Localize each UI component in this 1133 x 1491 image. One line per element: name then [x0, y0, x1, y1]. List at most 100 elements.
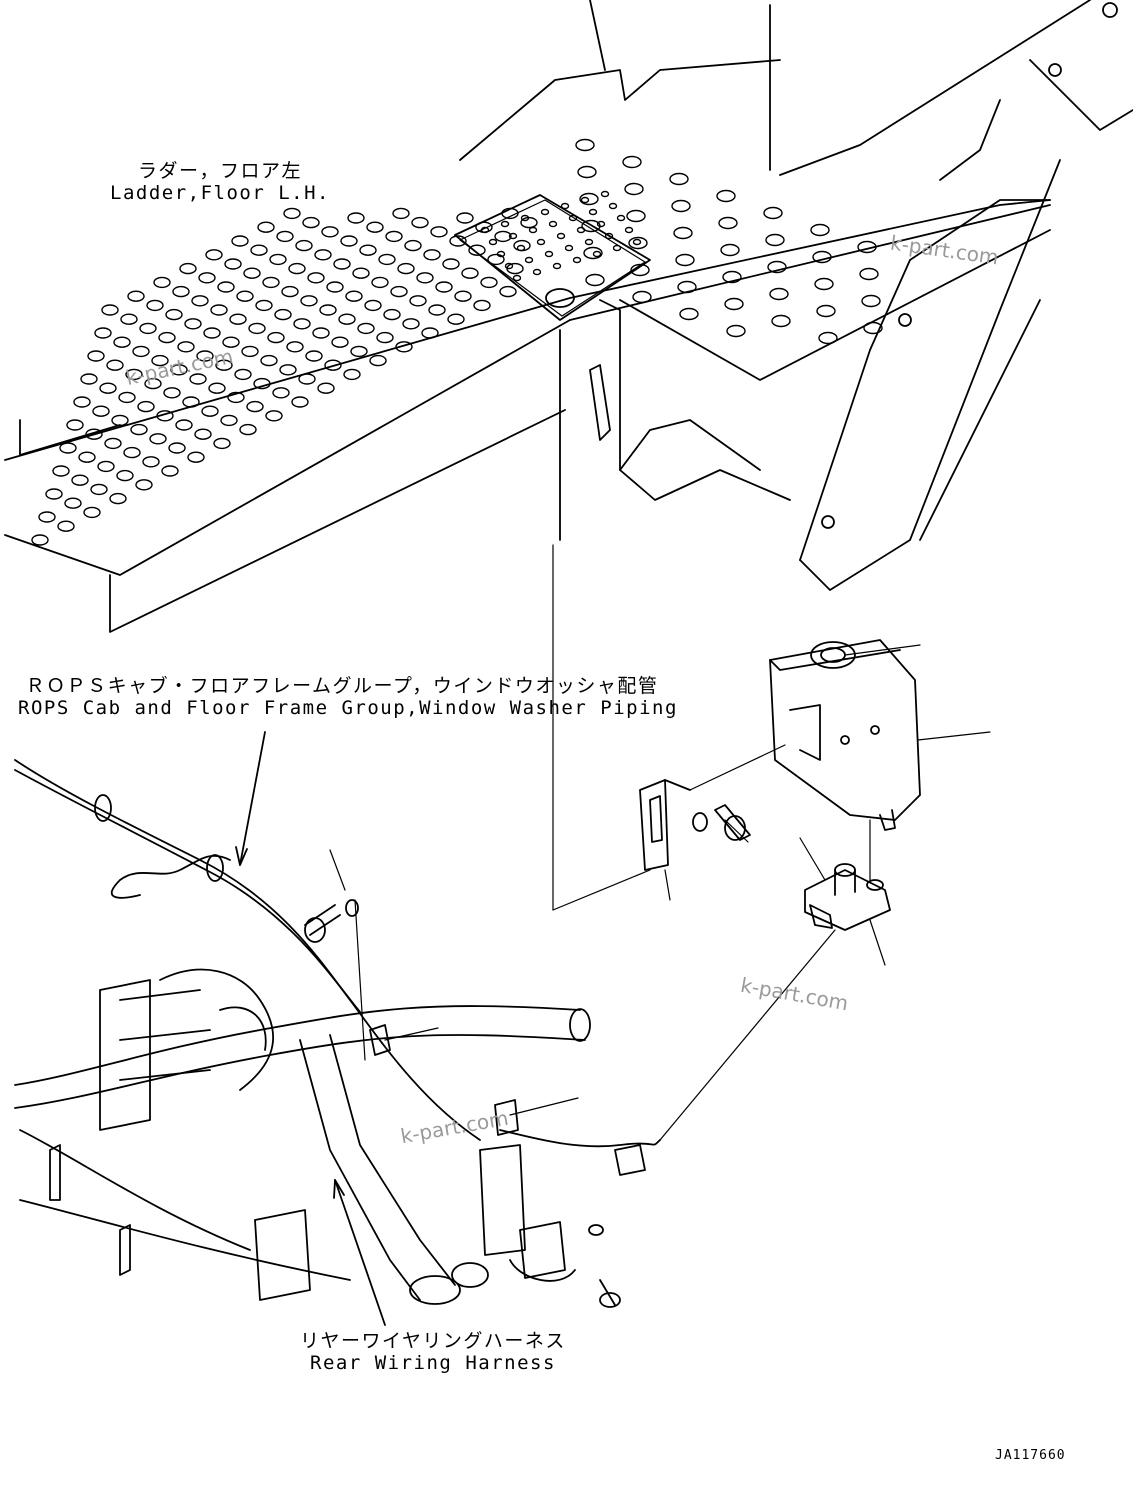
perforation-hole	[369, 354, 387, 367]
perforation-hole	[814, 277, 834, 291]
perforation-hole	[632, 238, 642, 246]
perforation-hole	[118, 391, 136, 404]
perforation-hole	[113, 336, 131, 348]
perforation-hole	[45, 488, 63, 500]
perforation-hole	[449, 235, 467, 247]
perforation-hole	[262, 276, 280, 289]
perforation-hole	[293, 318, 311, 330]
perforation-hole	[64, 497, 82, 509]
perforation-hole	[333, 258, 351, 270]
perforation-hole	[319, 304, 337, 316]
perforation-hole	[111, 414, 129, 427]
perforation-hole	[248, 322, 266, 335]
perforation-hole	[726, 324, 746, 338]
perforation-hole	[628, 236, 648, 250]
perforation-hole	[350, 345, 368, 358]
rear-wiring-harness-assembly	[14, 759, 661, 1305]
perforation-hole	[295, 239, 313, 252]
perforation-hole	[224, 258, 242, 270]
perforation-hole	[272, 387, 290, 399]
perforation-hole	[71, 474, 89, 486]
perforation-hole	[109, 492, 127, 505]
perforation-hole	[31, 534, 49, 546]
perforation-hole	[508, 232, 518, 240]
perforation-hole	[269, 253, 287, 266]
perforation-hole	[608, 202, 618, 210]
perforation-hole	[265, 410, 283, 422]
perforation-hole	[85, 428, 103, 440]
perforation-hole	[184, 318, 202, 330]
perforation-hole	[716, 189, 736, 203]
rear-wiring-harness-label-jp: リヤーワイヤリングハーネス	[300, 1330, 566, 1352]
perforation-hole	[576, 226, 586, 234]
perforation-hole	[38, 511, 56, 523]
rear-wiring-harness-label: リヤーワイヤリングハーネス Rear Wiring Harness	[300, 1330, 566, 1374]
perforation-hole	[504, 262, 514, 270]
perforation-hole	[302, 216, 320, 229]
perforation-hole	[156, 410, 174, 422]
perforation-hole	[626, 209, 646, 223]
perforation-hole	[87, 350, 105, 362]
perforation-hole	[624, 182, 644, 196]
perforation-hole	[343, 368, 361, 381]
perforation-hole	[416, 272, 434, 284]
perforation-hole	[146, 299, 164, 312]
perforation-hole	[331, 336, 349, 348]
perforation-hole	[500, 220, 510, 228]
perforation-hole	[57, 520, 75, 532]
perforation-hole	[552, 262, 562, 270]
perforation-hole	[857, 240, 877, 254]
perforation-hole	[179, 262, 197, 275]
perforation-hole	[540, 208, 550, 216]
perforation-hole	[679, 307, 699, 321]
perforation-hole	[198, 272, 216, 284]
perforation-hole	[385, 230, 403, 243]
perforation-hole	[175, 419, 193, 431]
perforation-hole	[276, 230, 294, 243]
perforation-hole	[203, 327, 221, 339]
perforation-hole	[524, 256, 534, 264]
perforation-hole	[577, 165, 597, 179]
perforation-hole	[300, 295, 318, 307]
perforation-hole	[580, 196, 590, 204]
perforation-hole	[632, 290, 652, 304]
perforation-hole	[281, 285, 299, 298]
perforation-hole	[572, 256, 582, 264]
perforation-hole	[456, 212, 474, 224]
perforation-hole	[73, 396, 91, 408]
perforation-hole	[861, 294, 881, 308]
leader-lines	[329, 544, 991, 1141]
perforation-hole	[364, 299, 382, 312]
perforation-hole	[274, 308, 292, 321]
perforation-hole	[257, 221, 275, 233]
perforation-hole	[326, 281, 344, 293]
perforation-hole	[812, 250, 832, 264]
perforation-hole	[130, 423, 148, 436]
perforation-hole	[488, 238, 498, 246]
perforation-hole	[548, 220, 558, 228]
perforation-hole	[520, 214, 530, 222]
perforation-hole	[92, 405, 110, 417]
perforation-hole	[253, 377, 271, 390]
perforation-hole	[347, 212, 365, 224]
perforation-hole	[286, 341, 304, 353]
perforation-hole	[305, 350, 323, 362]
perforation-hole	[314, 249, 332, 261]
rops-cab-label-en: ROPS Cab and Floor Frame Group,Window Wa…	[18, 697, 678, 719]
perforation-hole	[630, 263, 650, 277]
perforation-hole	[78, 451, 96, 463]
perforation-hole	[592, 250, 602, 258]
perforation-hole	[163, 387, 181, 399]
perforation-hole	[260, 354, 278, 367]
perforation-hole	[59, 442, 77, 454]
rops-cab-label: ＲＯＰＳキャブ・フロアフレームグループ，ウインドウオッシャ配管 ROPS Cab…	[18, 675, 678, 719]
ladder-floor-plate	[4, 194, 1051, 633]
perforation-hole	[172, 285, 190, 298]
perforation-hole	[187, 451, 205, 463]
perforation-hole	[442, 258, 460, 270]
rear-wiring-harness-label-en: Rear Wiring Harness	[310, 1352, 556, 1374]
perforation-hole	[135, 479, 153, 491]
perforation-hole	[454, 290, 472, 302]
perforation-hole	[182, 396, 200, 408]
